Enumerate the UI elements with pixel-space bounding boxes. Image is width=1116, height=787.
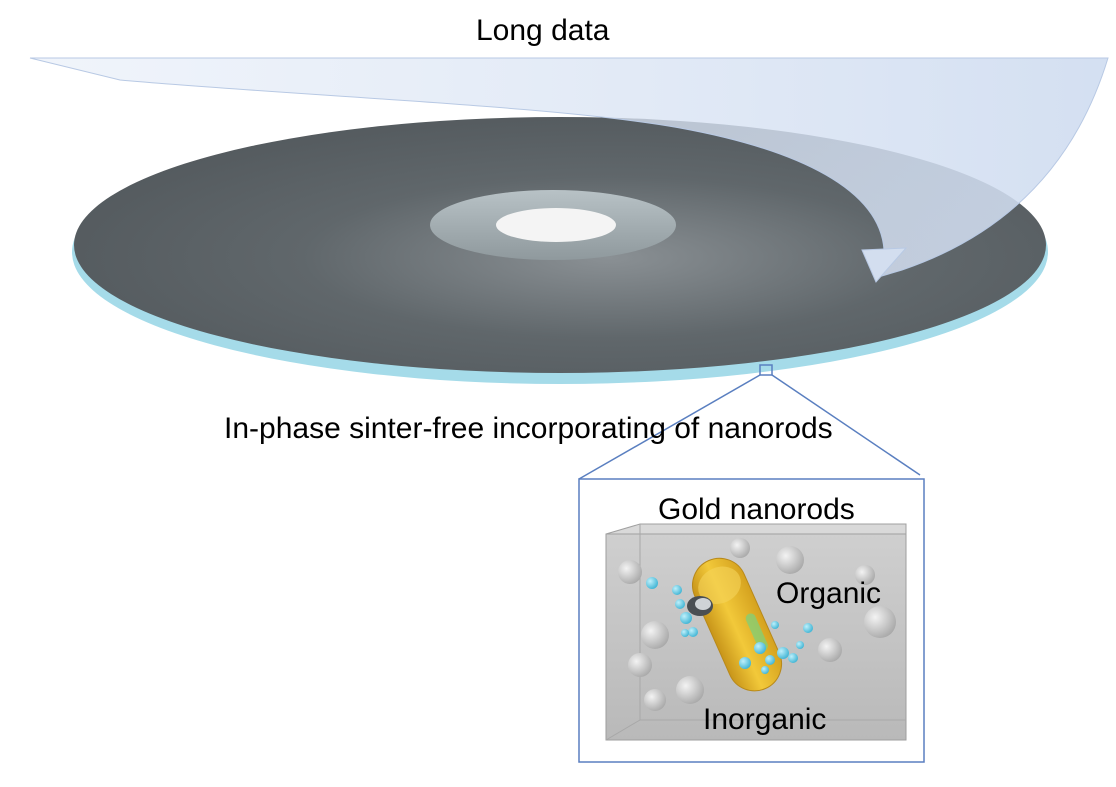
long-data-arrow-head (861, 247, 908, 283)
zoom-line-right (771, 374, 921, 476)
rod-defect-highlight (695, 598, 711, 610)
gold-nanorod (692, 557, 783, 692)
long-data-arrow (29, 57, 1109, 279)
in-phase-label: In-phase sinter-free incorporating of na… (224, 412, 833, 445)
inorganic-label: Inorganic (703, 703, 827, 736)
disc-center-hole (496, 208, 616, 242)
organic-label: Organic (776, 577, 882, 610)
zoom-line-left (578, 374, 761, 480)
organic-particles (646, 577, 813, 674)
zoom-marker (759, 364, 773, 376)
gold-nanorods-label: Gold nanorods (658, 493, 855, 526)
pores (618, 538, 896, 711)
long-data-label: Long data (476, 14, 610, 47)
